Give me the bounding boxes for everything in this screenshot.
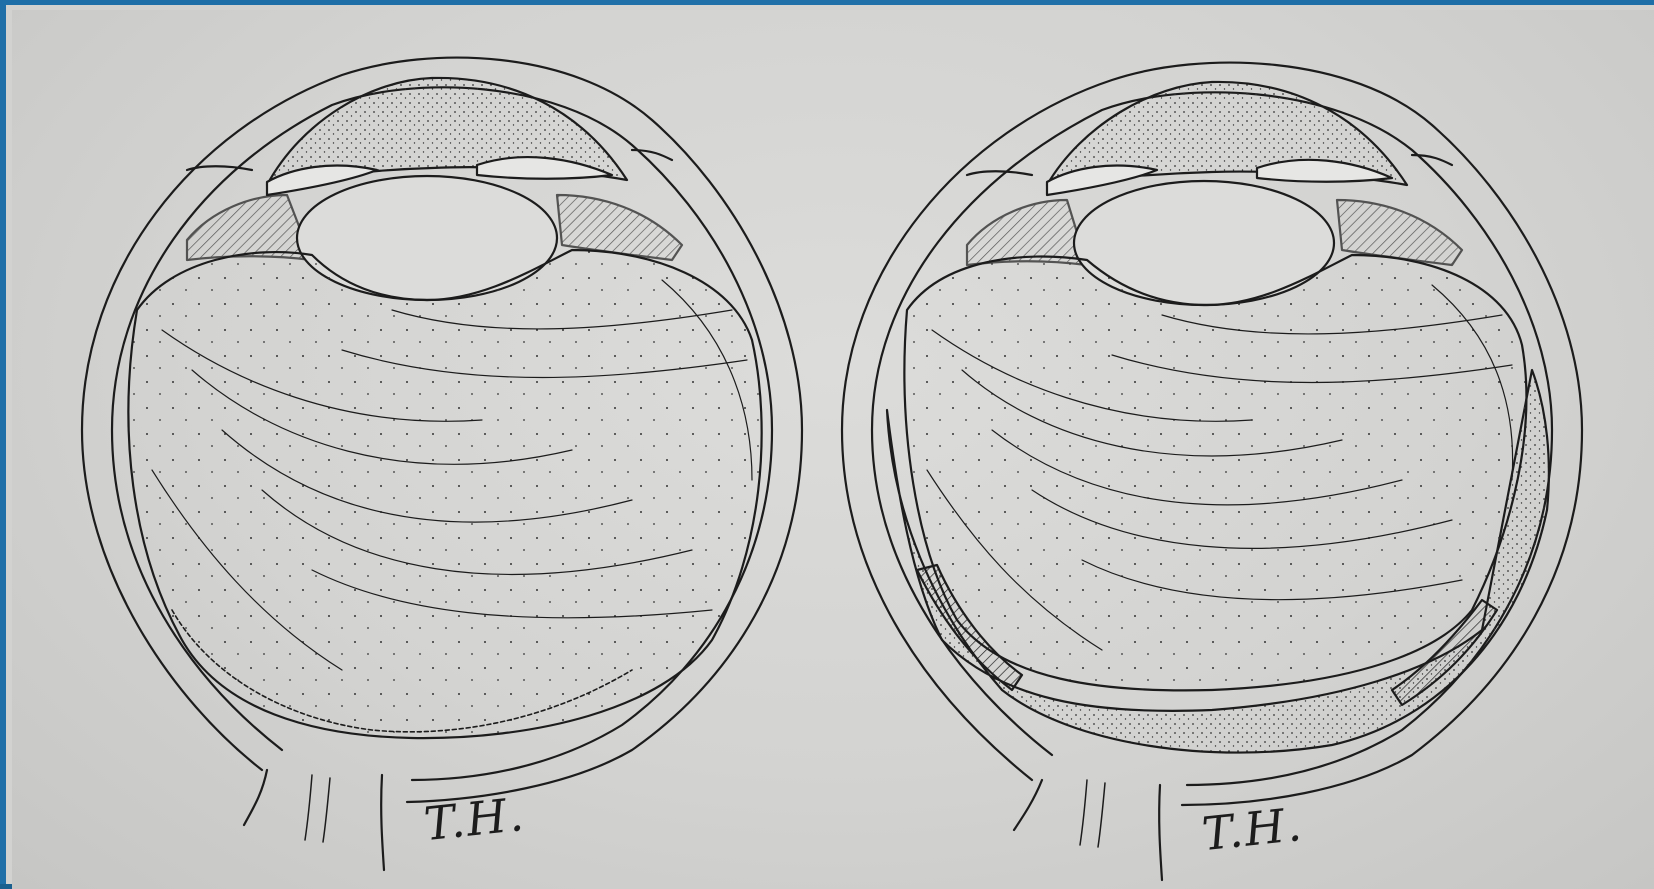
left-eye-diagram: [82, 58, 802, 870]
illustration-plate: T.H. T.H.: [12, 10, 1654, 889]
right-limbus-l: [967, 171, 1032, 175]
left-limbus-l: [187, 166, 252, 170]
left-vitreous: [128, 250, 761, 738]
left-optic-nerve-l: [244, 770, 267, 825]
right-ciliary-l: [967, 200, 1087, 265]
right-artist-signature: T.H.: [1199, 797, 1305, 861]
left-ciliary-l: [187, 195, 312, 260]
right-vitreous: [904, 255, 1526, 690]
right-optic-nerve-l: [1014, 780, 1042, 830]
right-eye-diagram: [842, 63, 1582, 880]
left-artist-signature: T.H.: [421, 787, 527, 851]
eye-cross-section-figure: [12, 10, 1654, 889]
right-optic-nerve-r: [1159, 785, 1162, 880]
right-optic-vessels: [1080, 780, 1105, 847]
left-optic-nerve-r: [381, 775, 384, 870]
left-optic-vessels: [305, 775, 330, 842]
